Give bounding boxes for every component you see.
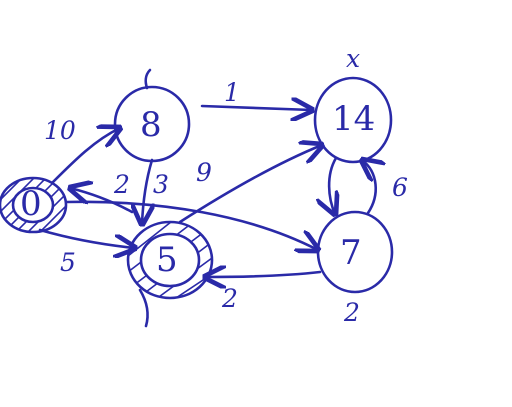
- node-8-label: 8: [140, 105, 162, 145]
- edge-weight-14-7: 6: [392, 173, 408, 202]
- edge-8-14: [200, 106, 312, 110]
- annotation-14: x: [346, 44, 361, 73]
- edge-5-0: [70, 188, 134, 214]
- node-14-circle: [313, 76, 393, 164]
- edge-weight-7-5: 2: [222, 284, 238, 313]
- edge-0-7: [64, 200, 318, 250]
- edge-weight-0-8: 10: [44, 116, 76, 145]
- node-5-label: 5: [156, 240, 178, 280]
- edge-weight-8-5: 3: [153, 170, 169, 199]
- edge-7-5: [205, 272, 322, 277]
- edge-weight-0-5: 5: [60, 248, 76, 277]
- edge-0-5: [38, 228, 135, 248]
- node-0-circle: [0, 176, 68, 234]
- edge-weight-8-14: 1: [224, 78, 240, 107]
- edge-weight-5-0: 2: [114, 170, 130, 199]
- edge-14-7: [329, 156, 336, 214]
- edge-weight-5-14: 9: [196, 158, 212, 187]
- edge-7-14: [362, 160, 376, 215]
- node-7-label: 7: [340, 233, 362, 273]
- node-0-label: 0: [20, 184, 42, 224]
- node-14-label: 14: [332, 99, 376, 139]
- edge-0-8: [50, 128, 120, 185]
- annotation-7: 2: [344, 298, 360, 327]
- edge-8-5: [142, 158, 152, 224]
